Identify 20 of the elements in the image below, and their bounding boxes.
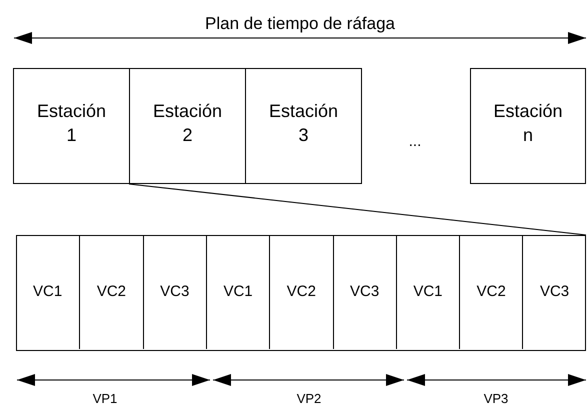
period-label: VP3 xyxy=(484,391,508,406)
channel-slot: VC3 xyxy=(332,235,396,349)
channel-slot: VC1 xyxy=(396,235,460,349)
station-slot: Estación 3 xyxy=(245,68,362,184)
station-slot: Estación n xyxy=(470,68,586,184)
channel-slot: VC2 xyxy=(269,235,332,349)
period-label: VP2 xyxy=(296,391,322,406)
period-label: VP1 xyxy=(92,391,118,406)
expansion-line xyxy=(128,184,586,236)
channel-slot: VC1 xyxy=(206,235,270,349)
diagram-title: Plan de tiempo de ráfaga xyxy=(205,14,395,34)
channel-slot: VC1 xyxy=(16,235,80,349)
ellipsis-text: ... xyxy=(408,133,422,150)
channel-slot: VC2 xyxy=(459,235,522,349)
channel-slot: VC2 xyxy=(79,235,143,349)
channel-slot: VC3 xyxy=(522,235,586,349)
slot-row-frame xyxy=(16,235,586,351)
channel-slot: VC3 xyxy=(142,235,206,349)
station-slot: Estación 2 xyxy=(129,68,246,184)
station-slot: Estación 1 xyxy=(13,68,130,184)
